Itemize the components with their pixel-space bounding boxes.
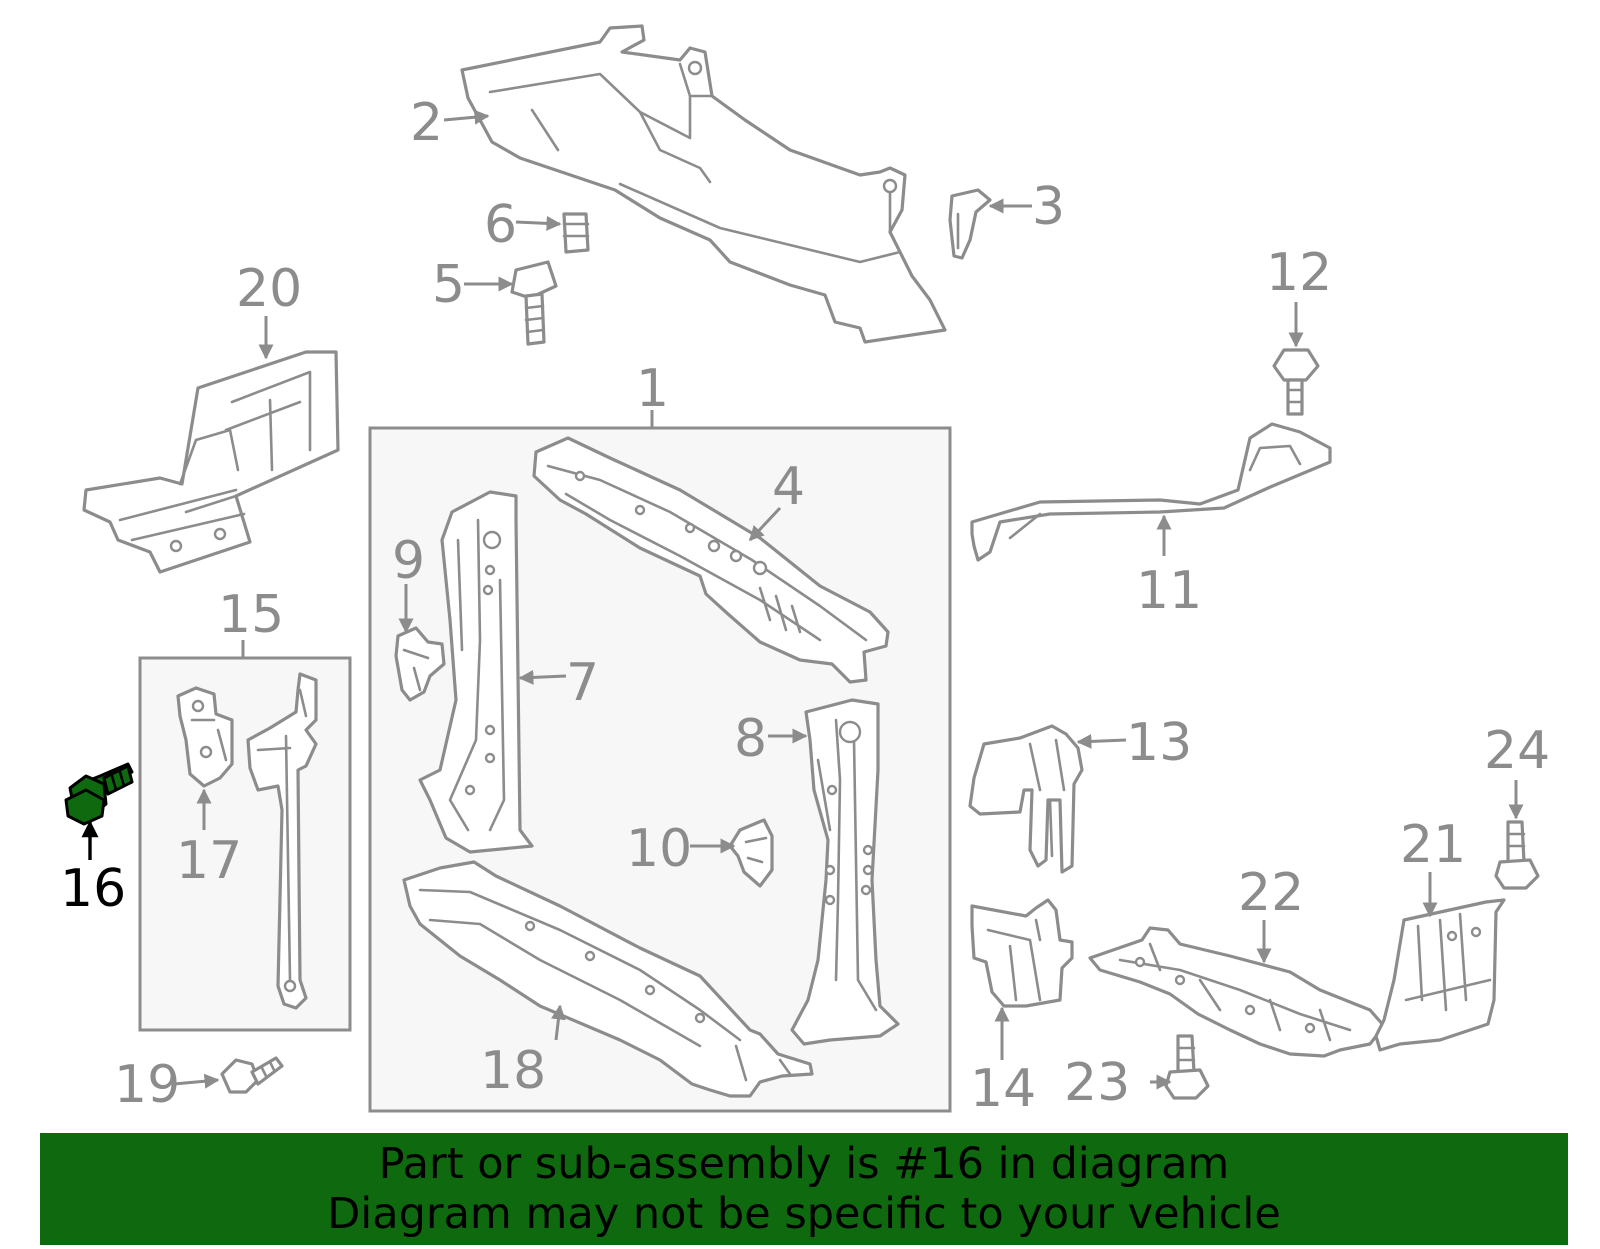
part-5-bolt[interactable] — [510, 260, 558, 346]
callout-17: 17 — [176, 831, 242, 891]
callout-13: 13 — [1126, 713, 1192, 773]
leader-6 — [515, 215, 562, 231]
diagram-canvas: 1 2 3 4 5 6 7 8 9 10 11 12 13 14 15 16 1… — [60, 24, 1550, 1119]
callout-16: 16 — [60, 859, 126, 919]
part-24-bolt[interactable] — [1494, 820, 1540, 890]
callout-4: 4 — [772, 457, 805, 517]
callout-2: 2 — [410, 93, 443, 153]
leader-18 — [550, 1004, 566, 1041]
part-22-under-cover[interactable] — [1088, 926, 1386, 1058]
callout-23: 23 — [1064, 1053, 1130, 1113]
callout-7: 7 — [566, 653, 599, 713]
part-16-bolt-highlighted[interactable] — [64, 762, 134, 826]
part-23-bolt[interactable] — [1164, 1034, 1210, 1100]
part-19-bolt[interactable] — [220, 1056, 284, 1094]
callout-14: 14 — [970, 1059, 1036, 1119]
callout-11: 11 — [1136, 561, 1202, 621]
callout-9: 9 — [392, 531, 425, 591]
leader-2 — [443, 109, 490, 125]
leader-4 — [748, 506, 782, 542]
callout-8: 8 — [734, 709, 767, 769]
callout-22: 22 — [1238, 863, 1304, 923]
notice-banner: Part or sub-assembly is #16 in diagram D… — [40, 1133, 1568, 1245]
callout-10: 10 — [626, 819, 692, 879]
callout-5: 5 — [432, 255, 465, 315]
callout-1: 1 — [636, 359, 669, 419]
part-6-nut[interactable] — [562, 212, 590, 254]
leader-7 — [518, 669, 567, 685]
callout-18: 18 — [480, 1041, 546, 1101]
callout-19: 19 — [114, 1055, 180, 1115]
part-12-bolt[interactable] — [1272, 348, 1320, 416]
callout-3: 3 — [1032, 177, 1065, 237]
banner-line-1: Part or sub-assembly is #16 in diagram — [378, 1139, 1230, 1189]
callout-15: 15 — [218, 585, 284, 645]
part-18-lower-support[interactable] — [402, 860, 814, 1098]
part-17-bracket[interactable] — [176, 686, 234, 788]
part-21-side-cover[interactable] — [1374, 898, 1506, 1052]
assembly-15-box — [138, 656, 352, 1032]
part-15-lock-support[interactable] — [246, 672, 318, 1010]
leader-13 — [1076, 733, 1127, 749]
part-11-support-bar[interactable] — [970, 422, 1332, 562]
part-13-air-guide[interactable] — [968, 724, 1084, 874]
callout-6: 6 — [484, 195, 517, 255]
callout-12: 12 — [1266, 243, 1332, 303]
part-4-upper-support[interactable] — [532, 436, 890, 684]
callout-20: 20 — [236, 259, 302, 319]
part-20-splash-shield[interactable] — [82, 350, 340, 574]
part-2-upper-cover[interactable] — [460, 24, 947, 344]
part-8-right-support[interactable] — [790, 698, 900, 1046]
part-9-bracket[interactable] — [394, 626, 446, 702]
part-3-clip[interactable] — [948, 188, 992, 260]
part-14-air-guide[interactable] — [970, 898, 1074, 1008]
callout-24: 24 — [1484, 721, 1550, 781]
part-7-left-support[interactable] — [418, 490, 534, 854]
leader-19 — [173, 1073, 220, 1089]
banner-line-2: Diagram may not be specific to your vehi… — [327, 1189, 1281, 1239]
callout-21: 21 — [1400, 815, 1466, 875]
